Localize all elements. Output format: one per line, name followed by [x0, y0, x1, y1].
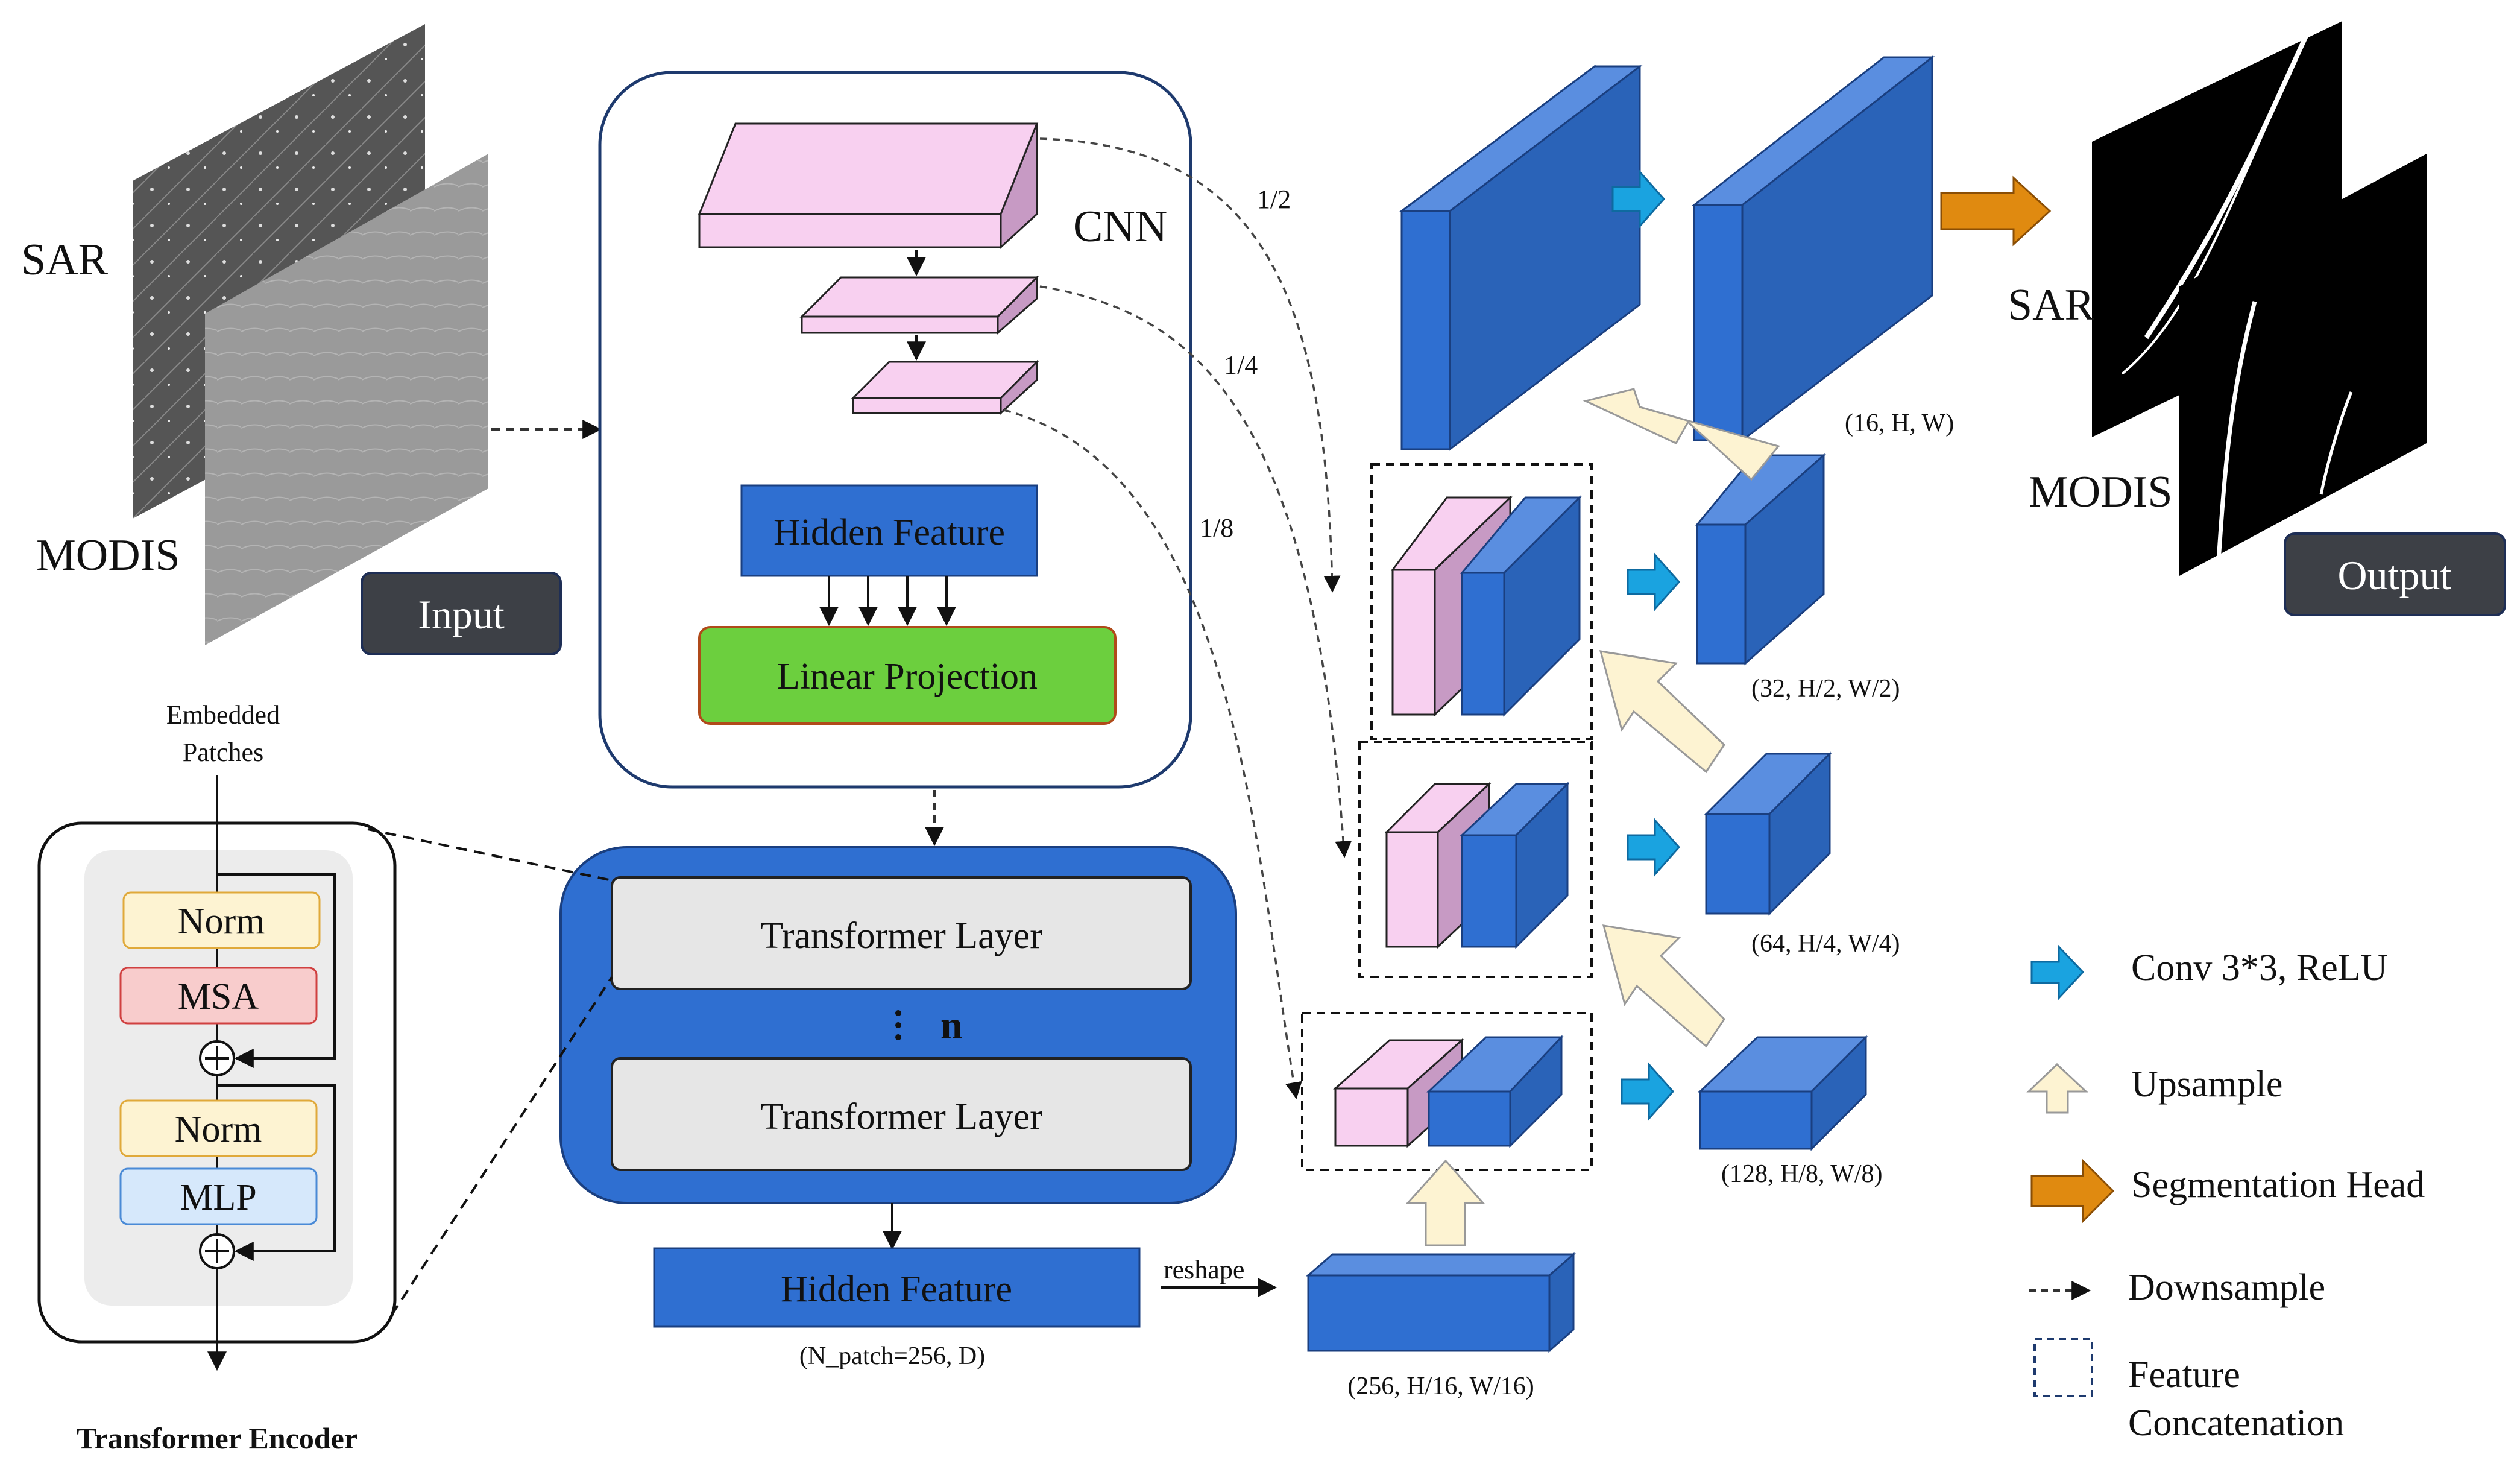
cnn-hidden-feature-label: Hidden Feature: [773, 512, 1005, 553]
skip-connections: [1003, 137, 1352, 1099]
legend-conv-label: Conv 3*3, ReLU: [2131, 947, 2387, 988]
input-section: SAR MODIS Input: [21, 24, 602, 655]
mlp-label: MLP: [180, 1177, 256, 1218]
upsample-arrows: [1405, 388, 1780, 1246]
decoder-block-eighth: [1698, 1035, 1868, 1151]
transformer-layer-2-label: Transformer Layer: [760, 1096, 1042, 1137]
msa: [119, 967, 318, 1025]
legend-upsample-label: Upsample: [2131, 1064, 2282, 1105]
concat-box-2: [1358, 741, 1593, 978]
concat-box-3: [1301, 1012, 1593, 1171]
transformer-hidden-feature: [653, 1247, 1141, 1328]
concat-blue-2: [1460, 782, 1570, 949]
output-button[interactable]: [2284, 532, 2506, 616]
patches-label: Patches: [183, 738, 263, 767]
legend-upsample-icon: [2026, 1063, 2088, 1114]
transformer-layer-1: [611, 876, 1192, 990]
input-button[interactable]: [361, 572, 562, 655]
decoder-block-sixteenth: [1306, 1252, 1576, 1353]
decoder-block-half: [1695, 453, 1826, 666]
modis-image: [205, 154, 488, 645]
dim-label-4: (256, H/16, W/16): [1347, 1372, 1534, 1400]
scale-label-2: 1/4: [1224, 350, 1258, 380]
norm-2: [119, 1099, 318, 1157]
cnn-title: CNN: [1073, 202, 1167, 251]
legend-seghead-label: Segmentation Head: [2131, 1164, 2425, 1205]
legend-downsample-label: Downsample: [2128, 1267, 2325, 1308]
norm-2-label: Norm: [175, 1109, 262, 1150]
legend-concat-icon: [2033, 1338, 2093, 1397]
input-button-label: Input: [418, 592, 505, 637]
legend-seghead-icon: [2030, 1158, 2115, 1224]
output-sar-label: SAR: [2008, 280, 2095, 330]
output-section: SAR MODIS Output: [2008, 21, 2506, 616]
legend-concat-label-1: Feature: [2128, 1354, 2240, 1395]
concat-pink-3: [1333, 1038, 1464, 1148]
mlp: [119, 1167, 318, 1225]
scale-label-1: 1/2: [1257, 185, 1291, 214]
linear-projection-label: Linear Projection: [777, 656, 1038, 697]
cnn-hidden-feature: [740, 484, 1038, 577]
output-modis-mask: [2179, 154, 2427, 576]
cnn-container: [598, 71, 1192, 789]
output-modis-label: MODIS: [2029, 467, 2172, 517]
msa-label: MSA: [178, 976, 259, 1017]
legend-concat-label-2: Concatenation: [2128, 1403, 2344, 1444]
linear-projection: [698, 626, 1117, 725]
decoder: (16, H, W) (32, H/2, W/2): [1301, 55, 2052, 1400]
legend-conv-icon: [2030, 944, 2085, 1000]
transformer-encoder: Embedded Patches Norm MSA Norm MLP Trans…: [37, 700, 613, 1455]
dim-label-1: (32, H/2, W/2): [1751, 675, 1900, 703]
cnn-feature-map-2: [799, 275, 1039, 335]
encoder-caption: Transformer Encoder: [77, 1421, 358, 1455]
output-button-label: Output: [2338, 552, 2452, 598]
decoder-block-quarter: [1704, 751, 1832, 916]
norm-1: [122, 891, 321, 949]
decoder-block-full-b: [1691, 55, 1935, 443]
dim-label-2: (64, H/4, W/4): [1751, 930, 1900, 958]
cnn-feature-map-3: [851, 359, 1039, 415]
embedded-label: Embedded: [166, 700, 280, 730]
dim-label-3: (128, H/8, W/8): [1721, 1160, 1883, 1188]
scale-label-3: 1/8: [1200, 513, 1233, 543]
seg-head-arrow: [1940, 175, 2052, 247]
cnn-module: CNN Hidden Feature Linea: [598, 71, 1192, 789]
hidden-feature-dims: (N_patch=256, D): [799, 1342, 985, 1370]
concat-blue-1: [1460, 495, 1582, 717]
decoder-block-full-a: [1399, 64, 1643, 452]
repeat-label: n: [940, 1003, 963, 1047]
reshape-label: reshape: [1164, 1255, 1244, 1284]
input-modis-label: MODIS: [36, 531, 180, 580]
concat-blue-3: [1426, 1035, 1564, 1148]
hidden-to-projection-arrows: [819, 576, 956, 627]
transformer-hidden-feature-label: Hidden Feature: [781, 1269, 1012, 1310]
cnn-feature-map-1: [698, 122, 1039, 250]
conv-arrows: [1611, 169, 1681, 1121]
transformer-layer-1-label: Transformer Layer: [760, 915, 1042, 956]
dim-label-0: (16, H, W): [1845, 409, 1954, 437]
transformer-layer-2: [611, 1057, 1192, 1171]
legend: Conv 3*3, ReLU Upsample Segmentation Hea…: [2026, 944, 2425, 1444]
transformer-block: Transformer Layer n Transformer Layer: [559, 846, 1237, 1204]
norm-1-label: Norm: [178, 901, 265, 942]
input-sar-label: SAR: [21, 235, 109, 285]
